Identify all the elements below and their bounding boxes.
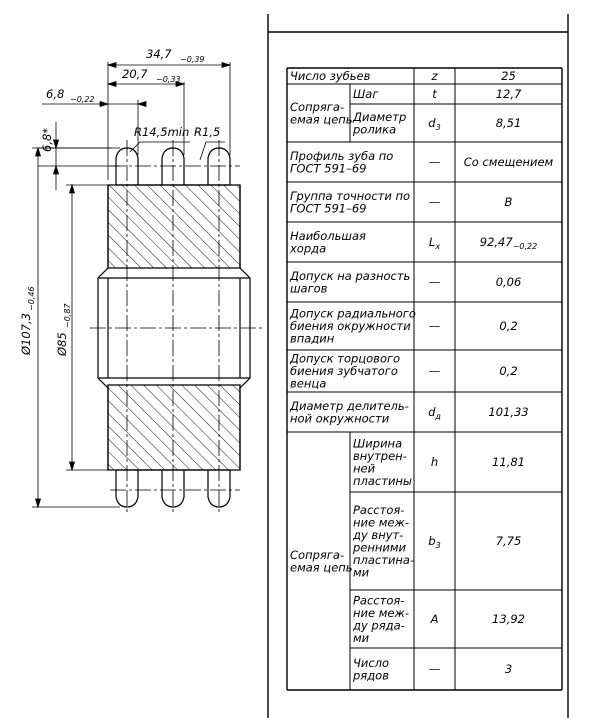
hub-outline xyxy=(97,185,109,470)
param-symbol: — xyxy=(429,364,441,378)
lower-tooth-1 xyxy=(115,470,139,508)
param-symbol: — xyxy=(429,195,441,209)
param-value: 0,06 xyxy=(496,275,522,289)
param-value: 11,81 xyxy=(492,455,525,469)
dim-left-offset: 6,8 xyxy=(46,87,64,101)
param-symbol: b3 xyxy=(428,534,440,550)
param-value: 0,2 xyxy=(499,364,517,378)
param-value: 7,75 xyxy=(496,534,522,548)
svg-text:−0,46: −0,46 xyxy=(27,286,36,311)
param-symbol: d3 xyxy=(428,116,440,132)
dimension-labels: 34,7 −0,39 20,7 −0,33 6,8 −0,22 R14,5min… xyxy=(19,47,220,357)
param-symbol: h xyxy=(431,455,438,469)
svg-text:−0,39: −0,39 xyxy=(180,55,205,64)
param-label: Диаметр делитель-ной окружности xyxy=(289,399,409,426)
param-value: Со смещением xyxy=(464,155,554,169)
svg-text:−0,87: −0,87 xyxy=(63,303,72,328)
label-radius-small: R1,5 xyxy=(194,125,220,139)
group-label-mating-chain: Сопряга-емая цепь xyxy=(290,548,353,575)
param-value: 3 xyxy=(505,662,512,676)
svg-text:−0,33: −0,33 xyxy=(156,75,181,84)
param-label: Шаг xyxy=(353,87,379,101)
label-radius-large: R14,5min xyxy=(134,125,189,139)
param-symbol: z xyxy=(430,69,438,83)
svg-text:−0,22: −0,22 xyxy=(70,95,95,104)
param-value: 0,2 xyxy=(499,319,517,333)
dim-overall-width: 34,7 xyxy=(146,47,172,61)
param-symbol: — xyxy=(429,275,441,289)
param-value: 25 xyxy=(501,69,516,83)
param-value: 101,33 xyxy=(488,405,528,419)
param-value: 92,47−0,22 xyxy=(480,235,537,251)
param-symbol: t xyxy=(432,87,437,101)
param-symbol: — xyxy=(429,662,441,676)
dim-hub-diameter: Ø85 xyxy=(55,332,69,357)
dim-mid-width: 20,7 xyxy=(122,67,148,81)
param-symbol: — xyxy=(429,319,441,333)
sprocket-section-view xyxy=(90,140,262,515)
dimensions xyxy=(32,61,232,509)
dim-outer-diameter: Ø107,3 xyxy=(19,313,33,356)
group-label-mating-chain: Сопряга-емая цепь xyxy=(290,100,353,127)
param-symbol: Lx xyxy=(429,235,440,251)
param-value: 12,7 xyxy=(496,87,522,101)
lower-rim-hatched xyxy=(107,384,241,471)
param-symbol: — xyxy=(429,155,441,169)
hub-outline-right xyxy=(239,185,251,470)
param-value: 13,92 xyxy=(492,612,525,626)
param-value: 8,51 xyxy=(496,116,522,130)
param-label: Расстоя-ние меж-ду ряда-ми xyxy=(352,593,409,645)
param-value: В xyxy=(505,195,513,209)
lower-tooth-3 xyxy=(207,470,231,508)
sheet-frame xyxy=(267,14,569,718)
lower-tooth-2 xyxy=(161,470,185,508)
param-symbol: dд xyxy=(428,405,441,421)
upper-rim-hatched xyxy=(107,184,241,269)
param-label: Число зубьев xyxy=(290,69,371,83)
dim-tooth-height: 6,8* xyxy=(40,128,54,152)
param-symbol: A xyxy=(430,612,439,626)
